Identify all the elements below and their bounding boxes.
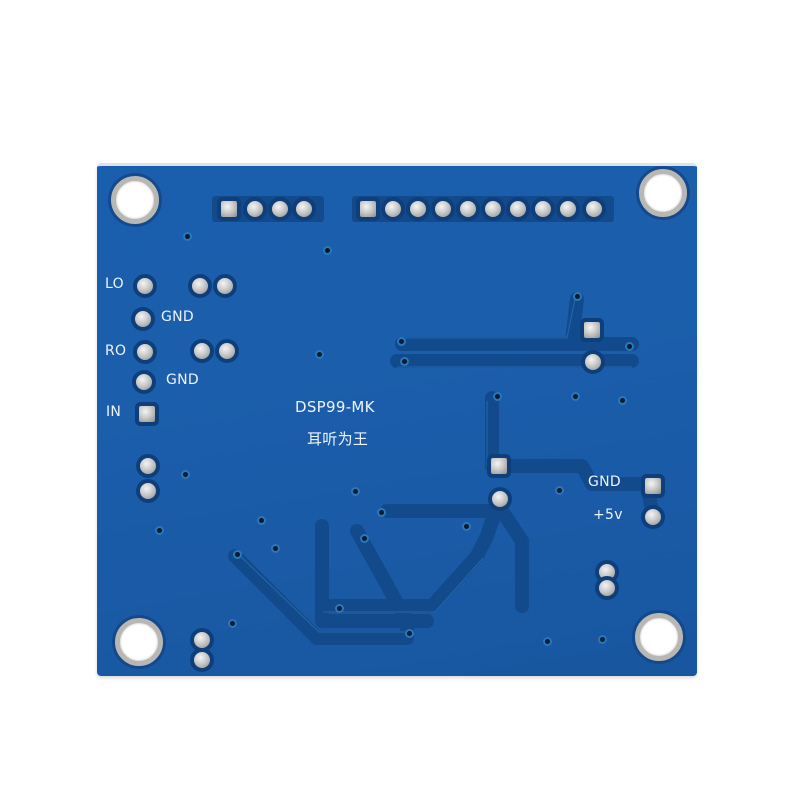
header-pin (410, 201, 426, 217)
via (600, 637, 605, 642)
mounting-hole-top-right (639, 169, 687, 217)
pin-bottom-left (194, 652, 210, 668)
pin-vertical-pair (140, 458, 156, 474)
pad-square-right-top (584, 322, 600, 338)
pin-pair-upper (217, 278, 233, 294)
via (399, 339, 404, 344)
via (235, 552, 240, 557)
pad-round-center (492, 491, 508, 507)
label-lo: LO (105, 276, 124, 292)
via (627, 344, 632, 349)
via (183, 472, 188, 477)
via (157, 528, 162, 533)
pin-gnd-2 (136, 374, 152, 390)
mounting-hole-bottom-right (635, 613, 683, 661)
header-pin (460, 201, 476, 217)
pin-ro (137, 344, 153, 360)
pin-pair-upper (192, 278, 208, 294)
via (185, 234, 190, 239)
pcb-board: LO GND RO GND IN DSP99-MK 耳听为王 GND +5v (97, 163, 697, 676)
mounting-hole-bottom-left (115, 618, 163, 666)
label-in: IN (106, 404, 122, 420)
via (407, 631, 412, 636)
via (325, 248, 330, 253)
pad-square-center (491, 458, 507, 474)
via (273, 546, 278, 551)
pin-power-gnd (645, 478, 661, 494)
label-power-5v: +5v (593, 507, 623, 523)
pad-round-right-top (585, 354, 601, 370)
pin-pair-lower (219, 343, 235, 359)
label-gnd-1: GND (161, 309, 195, 325)
pin-pair-right-bottom (599, 564, 615, 580)
label-gnd-2: GND (166, 372, 200, 388)
copper-traces (228, 292, 659, 645)
header-pin (272, 201, 288, 217)
via (230, 621, 235, 626)
header-pin (221, 201, 237, 217)
header-pin (296, 201, 312, 217)
pin-pair-right-bottom (599, 580, 615, 596)
label-ro: RO (105, 343, 127, 359)
via (317, 352, 322, 357)
pin-vertical-pair (140, 483, 156, 499)
mounting-hole-top-left (111, 176, 159, 224)
via (337, 606, 342, 611)
pin-gnd-1 (135, 311, 151, 327)
pin-pair-lower (194, 343, 210, 359)
header-pin (435, 201, 451, 217)
via (353, 489, 358, 494)
via (545, 639, 550, 644)
pin-in (139, 406, 155, 422)
via (620, 398, 625, 403)
label-power-gnd: GND (588, 474, 622, 490)
header-pin (586, 201, 602, 217)
pin-lo (137, 278, 153, 294)
header-pin (535, 201, 551, 217)
via (464, 524, 469, 529)
header-pin (510, 201, 526, 217)
header-pin (560, 201, 576, 217)
via (575, 294, 580, 299)
header-pin (485, 201, 501, 217)
via (402, 359, 407, 364)
header-pin (247, 201, 263, 217)
via (362, 536, 367, 541)
via (379, 510, 384, 515)
chinese-label: 耳听为王 (307, 430, 369, 448)
via (557, 488, 562, 493)
pin-bottom-left (194, 632, 210, 648)
model-label: DSP99-MK (295, 398, 375, 416)
header-pin (360, 201, 376, 217)
header-pin (385, 201, 401, 217)
via (259, 518, 264, 523)
pin-power-5v (645, 509, 661, 525)
via (495, 394, 500, 399)
via (573, 394, 578, 399)
